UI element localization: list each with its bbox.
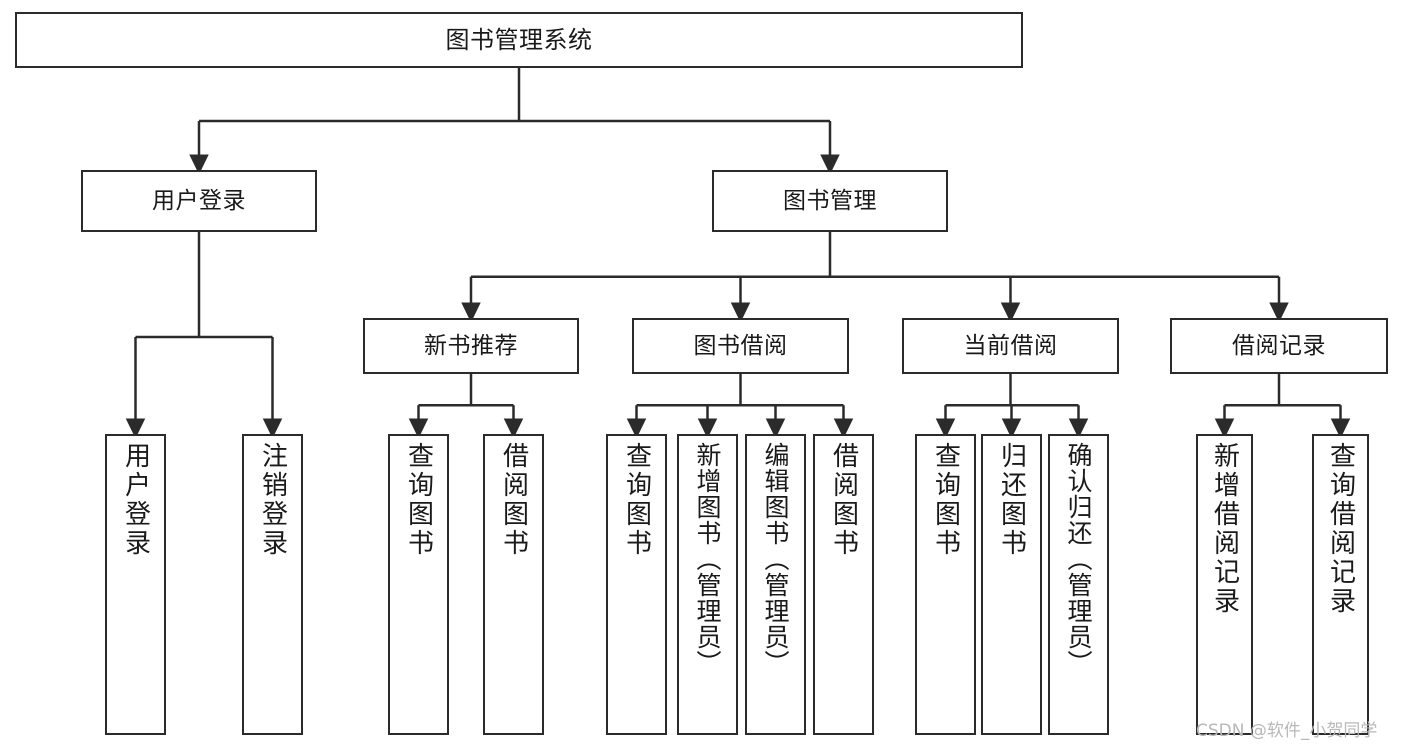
node-label: 新增借阅记录 xyxy=(1209,442,1240,616)
node-newbook[interactable]: 新书推荐 xyxy=(363,318,579,374)
node-label: 用户登录 xyxy=(120,442,151,558)
node-label: 图书借阅 xyxy=(693,332,788,359)
node-current[interactable]: 当前借阅 xyxy=(902,318,1119,374)
node-root[interactable]: 图书管理系统 xyxy=(15,12,1023,68)
node-l_return[interactable]: 归还图书 xyxy=(981,434,1042,735)
node-label: 图书管理系统 xyxy=(445,26,593,54)
node-l_addrec[interactable]: 新增借阅记录 xyxy=(1196,434,1253,735)
csdn-watermark: CSDN @软件_小贺同学 xyxy=(1196,721,1378,741)
node-l_confirm[interactable]: 确认归还（管理员） xyxy=(1048,434,1109,735)
node-label: 新书推荐 xyxy=(424,332,518,359)
node-label: 当前借阅 xyxy=(963,332,1058,359)
node-records[interactable]: 借阅记录 xyxy=(1170,318,1388,374)
node-label: 注销登录 xyxy=(257,442,288,558)
node-label: 借阅图书 xyxy=(828,442,859,558)
node-label: 图书管理 xyxy=(783,187,877,214)
node-l_qrec[interactable]: 查询借阅记录 xyxy=(1312,434,1369,735)
node-l_editbook[interactable]: 编辑图书（管理员） xyxy=(745,434,806,735)
node-label: 编辑图书（管理员） xyxy=(761,442,790,676)
node-label: 查询借阅记录 xyxy=(1325,442,1356,616)
node-label: 新增图书（管理员） xyxy=(693,442,722,676)
node-label: 用户登录 xyxy=(152,187,246,214)
node-l_qbook1[interactable]: 查询图书 xyxy=(388,434,449,735)
node-l_logout[interactable]: 注销登录 xyxy=(242,434,303,735)
node-label: 查询图书 xyxy=(403,442,434,558)
node-label: 确认归还（管理员） xyxy=(1064,442,1093,676)
node-label: 归还图书 xyxy=(996,442,1027,558)
node-label: 借阅记录 xyxy=(1232,332,1326,359)
node-l_qbook2[interactable]: 查询图书 xyxy=(606,434,667,735)
node-l_addbook[interactable]: 新增图书（管理员） xyxy=(677,434,738,735)
node-label: 查询图书 xyxy=(621,442,652,558)
node-l_login[interactable]: 用户登录 xyxy=(105,434,166,735)
node-borrow[interactable]: 图书借阅 xyxy=(632,318,849,374)
node-login[interactable]: 用户登录 xyxy=(81,170,317,232)
node-bookmgmt[interactable]: 图书管理 xyxy=(712,170,948,232)
node-l_bbook2[interactable]: 借阅图书 xyxy=(813,434,874,735)
node-label: 借阅图书 xyxy=(498,442,529,558)
node-label: 查询图书 xyxy=(930,442,961,558)
node-l_bbook1[interactable]: 借阅图书 xyxy=(483,434,544,735)
node-l_qbook3[interactable]: 查询图书 xyxy=(915,434,976,735)
